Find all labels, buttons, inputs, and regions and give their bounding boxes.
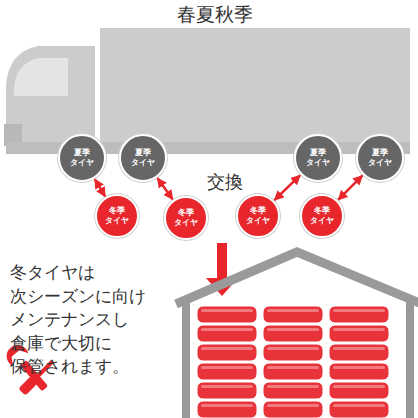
tire-highlight — [267, 366, 319, 369]
cab-gap — [95, 46, 97, 152]
tire-highlight — [201, 404, 253, 407]
stored-tire — [197, 325, 257, 342]
tire-highlight — [201, 309, 253, 312]
tire-highlight — [201, 347, 253, 350]
tire-highlight — [333, 347, 385, 350]
tire-label: 冬季 タイヤ — [172, 208, 200, 227]
tire-body — [329, 382, 389, 399]
tire-highlight — [267, 309, 319, 312]
tire-body — [197, 344, 257, 361]
stored-tire — [329, 363, 389, 380]
tire-body — [329, 325, 389, 342]
tire-body — [329, 363, 389, 380]
tire-body — [263, 363, 323, 380]
tire-highlight — [333, 385, 385, 388]
tire-body — [329, 401, 389, 418]
stored-tire — [329, 325, 389, 342]
warehouse-wall — [406, 300, 414, 418]
tire-body — [263, 306, 323, 323]
tire-highlight — [201, 328, 253, 331]
tire-body — [197, 382, 257, 399]
warehouse-wall — [182, 300, 190, 418]
tire-highlight — [333, 404, 385, 407]
tire-highlight — [333, 328, 385, 331]
stored-tire — [329, 306, 389, 323]
tire-body — [329, 306, 389, 323]
summer-tire: 夏季 タイヤ — [294, 134, 342, 182]
stored-tire — [263, 306, 323, 323]
stored-tire — [263, 382, 323, 399]
winter-tire: 冬季 タイヤ — [300, 194, 344, 238]
tire-body — [263, 344, 323, 361]
tire-highlight — [267, 328, 319, 331]
tire-body — [197, 306, 257, 323]
tire-highlight — [267, 404, 319, 407]
tire-label: 夏季 タイヤ — [129, 148, 157, 167]
tire-label: 夏季 タイヤ — [304, 148, 332, 167]
stored-tire — [263, 325, 323, 342]
tire-label: 冬季 タイヤ — [308, 206, 336, 225]
tire-label: 夏季 タイヤ — [366, 148, 394, 167]
stored-tire — [197, 363, 257, 380]
winter-tire: 冬季 タイヤ — [95, 194, 139, 238]
stored-tire — [197, 306, 257, 323]
stored-tire — [329, 401, 389, 418]
winter-tire: 冬季 タイヤ — [164, 196, 208, 240]
summer-tire: 夏季 タイヤ — [119, 134, 167, 182]
tire-body — [263, 401, 323, 418]
exchange-arrow — [158, 178, 173, 199]
stored-tire — [329, 344, 389, 361]
tire-highlight — [333, 366, 385, 369]
exchange-label: 交換 — [160, 171, 290, 193]
tire-label: 冬季 タイヤ — [244, 206, 272, 225]
truck-window — [14, 58, 68, 96]
tire-highlight — [267, 385, 319, 388]
tire-highlight — [267, 347, 319, 350]
stored-tire — [197, 382, 257, 399]
stored-tire — [263, 363, 323, 380]
tire-body — [197, 325, 257, 342]
summer-tire: 夏季 タイヤ — [356, 134, 404, 182]
title: 春夏秋季 — [150, 2, 280, 28]
tire-highlight — [201, 366, 253, 369]
tire-label: 夏季 タイヤ — [68, 148, 96, 167]
summer-tire: 夏季 タイヤ — [58, 134, 106, 182]
warehouse-roof — [176, 252, 418, 304]
exchange-arrow — [95, 179, 105, 196]
stored-tire — [197, 344, 257, 361]
note-text: 冬タイヤは 次シーズンに向け メンテナンスし 倉庫で大切に 保管されます。 — [10, 261, 162, 379]
stored-tire — [329, 382, 389, 399]
truck-cargo-box — [100, 28, 410, 142]
tire-body — [263, 325, 323, 342]
tire-body — [197, 401, 257, 418]
tire-body — [263, 382, 323, 399]
tire-highlight — [333, 309, 385, 312]
screwdriver-grip — [18, 376, 38, 396]
winter-tire: 冬季 タイヤ — [236, 194, 280, 238]
stored-tire — [263, 344, 323, 361]
exchange-arrow — [275, 175, 300, 200]
stored-tire — [197, 401, 257, 418]
tire-highlight — [201, 385, 253, 388]
stored-tire — [263, 401, 323, 418]
tire-body — [329, 344, 389, 361]
tire-body — [197, 363, 257, 380]
tire-label: 冬季 タイヤ — [103, 206, 131, 225]
stored-tires — [197, 306, 389, 418]
exchange-arrow — [338, 176, 362, 200]
